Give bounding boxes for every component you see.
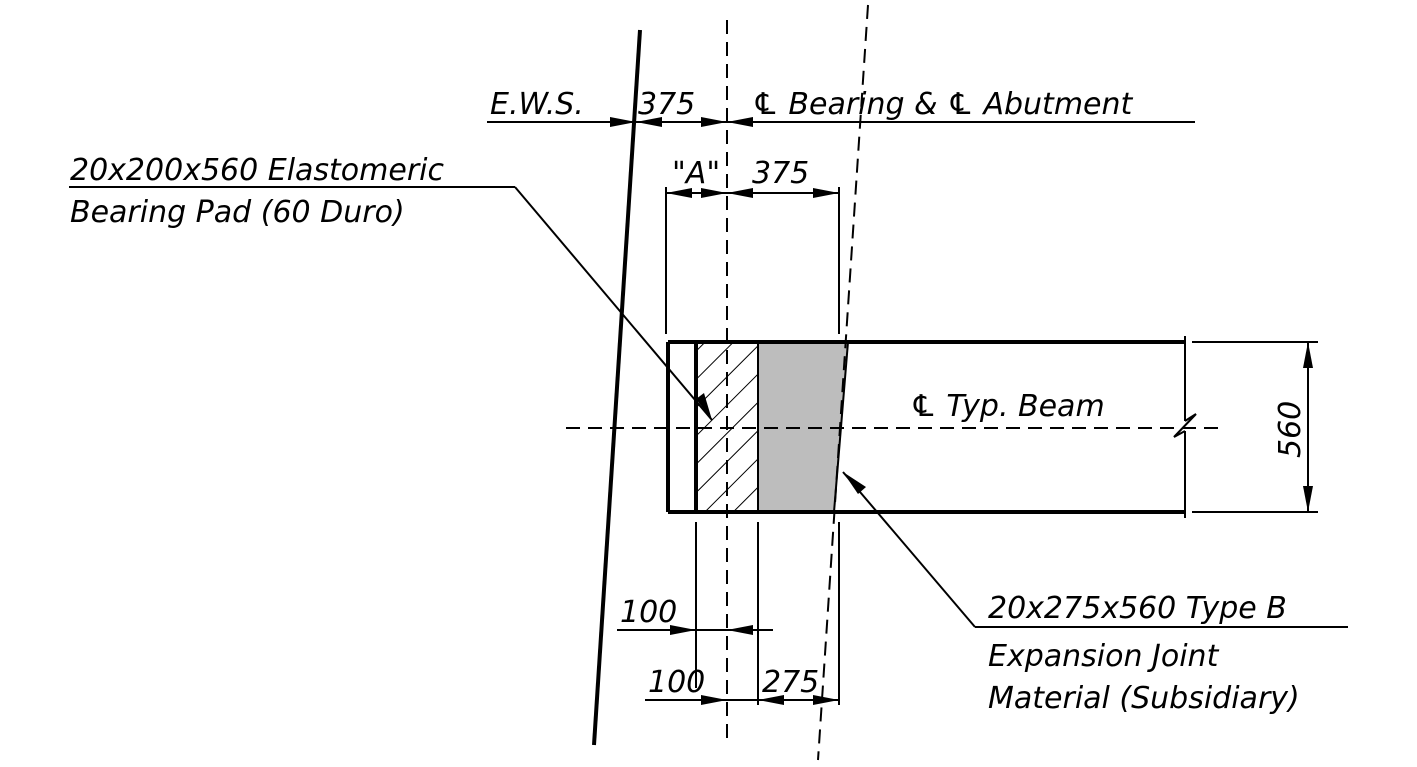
- ews-label: E.W.S.: [490, 87, 584, 122]
- joint-label-line1: 20x275x560 Type B: [988, 591, 1287, 626]
- cl-beam-label: ℄ Typ. Beam: [910, 389, 1105, 424]
- ews-line: [592, 29, 642, 746]
- pad-callout: [69, 186, 713, 421]
- bottom-extension-lines: [695, 522, 840, 705]
- top-dimension: [487, 117, 1195, 127]
- dim-560-label: 560: [1273, 401, 1308, 458]
- dim-560: [1192, 341, 1318, 513]
- break-line: [1173, 336, 1197, 518]
- pad-label-line2: Bearing Pad (60 Duro): [70, 195, 405, 230]
- dim-375-label: 375: [752, 156, 809, 191]
- dim-100-lower-label: 100: [648, 665, 705, 700]
- dim-100-upper: [617, 625, 773, 635]
- cl-bearing-abutment-label: ℄ Bearing & ℄ Abutment: [752, 87, 1134, 122]
- joint-label-line3: Material (Subsidiary): [988, 681, 1300, 716]
- dim-100-upper-label: 100: [620, 595, 677, 630]
- dim-a-label: "A": [672, 156, 720, 191]
- top-375-label: 375: [638, 87, 695, 122]
- dim-a-375: [665, 187, 840, 334]
- skew-dashed-line: [817, 4, 869, 761]
- dim-275-label: 275: [762, 665, 819, 700]
- pad-label-line1: 20x200x560 Elastomeric: [70, 153, 445, 188]
- beam-outline: [666, 340, 1185, 514]
- joint-label-line2: Expansion Joint: [988, 639, 1220, 674]
- joint-callout: [842, 471, 1348, 628]
- dim-100-275-lower: [645, 695, 839, 705]
